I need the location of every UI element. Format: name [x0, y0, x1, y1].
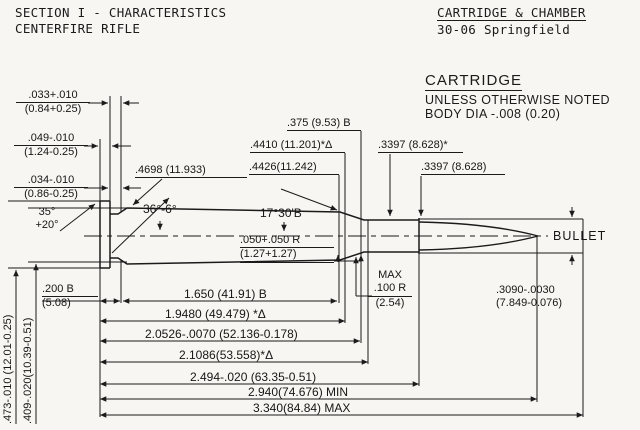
note-line-1: UNLESS OTHERWISE NOTED: [425, 93, 610, 107]
diameter-leaders: [13, 154, 575, 424]
note-line-2: BODY DIA -.008 (0.20): [425, 107, 561, 121]
label-shoulder-dia-delta: .4410 (11.201)*Δ: [250, 139, 345, 154]
label-len-19480: 1.9480 (49.479) *Δ: [165, 307, 266, 321]
cartridge-heading: CARTRIDGE: [425, 72, 523, 91]
label-len-2494: 2.494-.020 (63.35-0.51): [190, 370, 317, 384]
label-len-21086: 2.1086(53.558)*Δ: [179, 348, 274, 362]
label-base-diameter: .4698 (11.933): [135, 164, 247, 179]
label-len-20526: 2.0526-.0070 (52.136-0.178): [145, 327, 298, 341]
label-len-3340: 3.340(84.84) MAX: [253, 401, 351, 415]
label-bullet-diameter: .3090-.0030 (7.849-0.076): [496, 284, 563, 310]
label-neck-radius-max: MAX .100 R (2.54): [368, 269, 412, 310]
label-rim-dim-3: .034-.010 (0.86-0.25): [14, 174, 88, 202]
label-shoulder-dia: .4426(11.242): [249, 161, 339, 176]
section-title: SECTION I - CHARACTERISTICS: [15, 5, 227, 20]
label-neck-dia-basic: .375 (9.53) B: [287, 117, 361, 132]
label-neck-dia-star: .3397 (8.628)*: [378, 139, 463, 154]
label-bullet: BULLET: [553, 229, 607, 243]
label-neck-dia: .3397 (8.628): [421, 161, 505, 176]
label-groove-angle: 36°-6°: [143, 202, 177, 216]
case-outline: [100, 201, 419, 268]
label-len-2940: 2.940(74.676) MIN: [248, 385, 349, 399]
label-rim-dim-2: .049-.010 (1.24-0.25): [14, 132, 88, 160]
rim-callout-arrows: [84, 100, 141, 191]
label-rim-diameter-rotated: .473-.010 (12.01-0.25): [2, 314, 14, 424]
sheet-caliber: 30-06 Springfield: [437, 22, 571, 37]
label-len-1650: 1.650 (41.91) B: [184, 287, 267, 301]
label-junction-radius: .050+.050 R (1.27+1.27): [240, 234, 334, 263]
bullet-outline: [419, 219, 583, 253]
sheet-title: CARTRIDGE & CHAMBER: [437, 5, 586, 21]
label-len-200: .200 B (5.08): [42, 283, 98, 311]
angle-leaders: [60, 189, 364, 296]
label-bevel-angle: 35° +20°: [35, 206, 59, 232]
label-shoulder-angle: 17°30'B: [260, 206, 302, 220]
section-subtitle: CENTERFIRE RIFLE: [15, 21, 141, 36]
length-dimension-lines: [100, 298, 583, 418]
label-rim-dim-1: .033+.010 (0.84+0.25): [16, 89, 90, 117]
label-body-diameter-rotated: .409-.020(10.39-0.51): [22, 317, 34, 424]
